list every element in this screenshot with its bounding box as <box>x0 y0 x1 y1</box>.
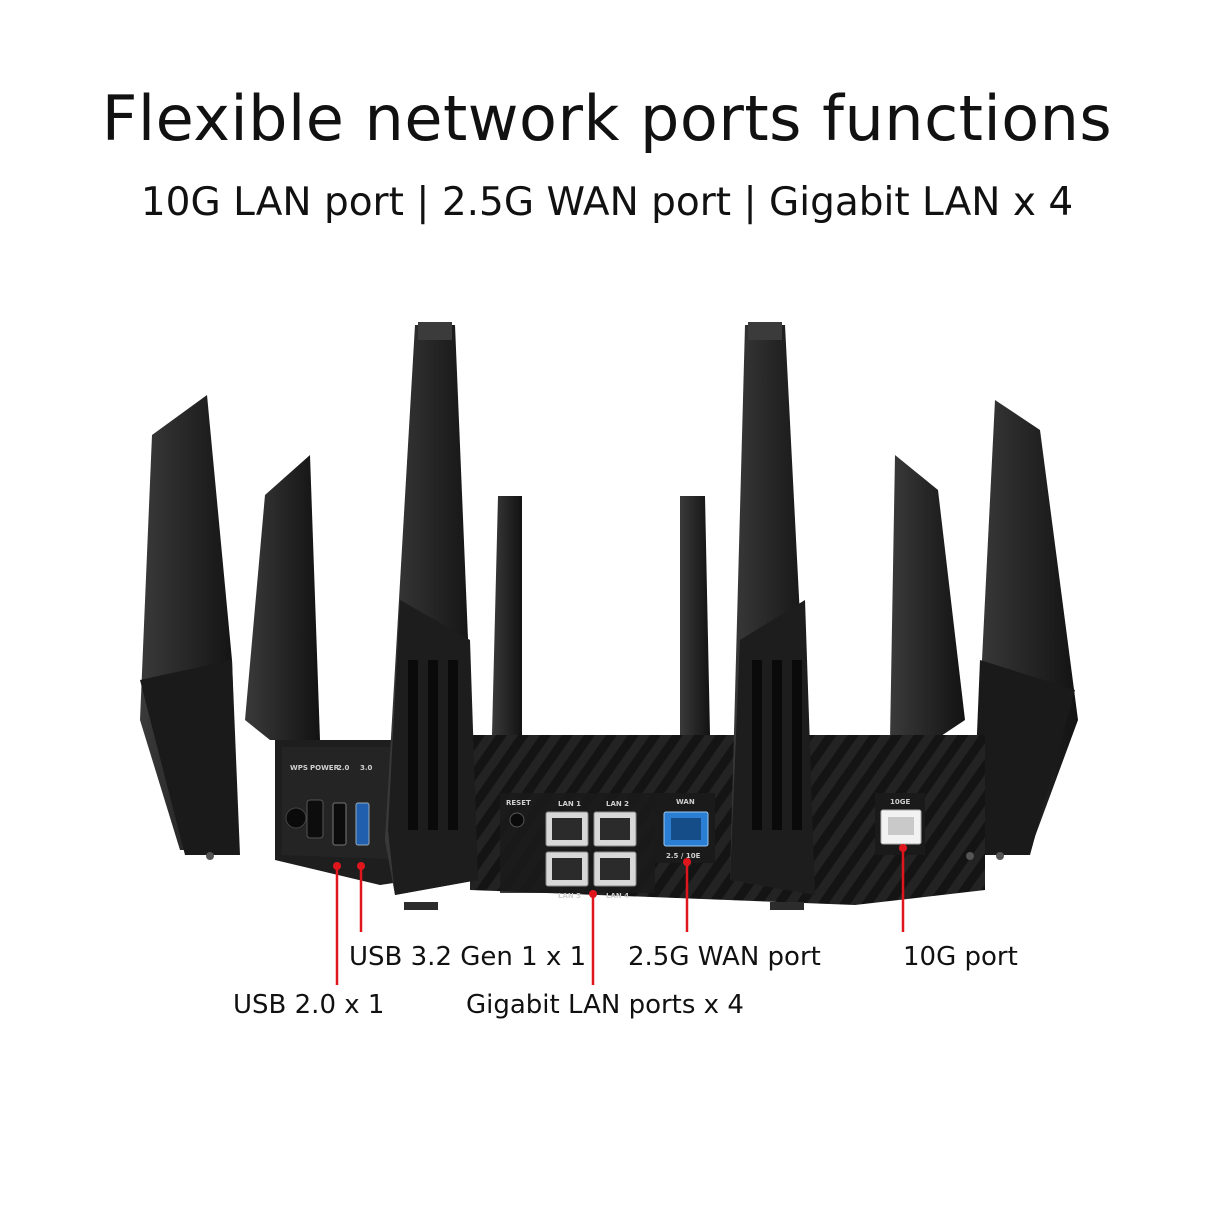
lan4-label: LAN 4 <box>606 892 629 900</box>
usb3-label: 3.0 <box>360 764 373 772</box>
ten-g-callout-label: 10G port <box>903 942 1018 972</box>
reset-label: RESET <box>506 799 531 807</box>
page-subtitle: 10G LAN port | 2.5G WAN port | Gigabit L… <box>140 180 1074 225</box>
usb3-port <box>355 802 370 846</box>
usb2-label: 2.0 <box>337 764 350 772</box>
antenna-mid-left <box>245 455 320 740</box>
usb32-callout-label: USB 3.2 Gen 1 x 1 <box>349 942 587 972</box>
power-switch <box>306 799 324 839</box>
antenna-inner-left <box>492 496 522 735</box>
lan1-label: LAN 1 <box>558 800 581 808</box>
wan-label: WAN <box>676 798 695 806</box>
wps-button <box>285 807 307 829</box>
page-title: Flexible network ports functions <box>101 82 1113 155</box>
antenna-inner-right <box>680 496 710 735</box>
wan-callout-label: 2.5G WAN port <box>628 942 821 972</box>
antenna-center-left <box>385 322 478 910</box>
antenna-center-right <box>730 322 815 910</box>
router-body: RESET LAN 1 LAN 2 LAN 3 LAN 4 WAN 2.5 / … <box>470 735 985 905</box>
power-label: POWER <box>310 764 340 772</box>
lan-callout-label: Gigabit LAN ports x 4 <box>466 990 744 1020</box>
antenna-outer-right <box>972 400 1078 860</box>
wan-speed-label: 2.5 / 10E <box>666 852 701 860</box>
ten-ge-label: 10GE <box>890 798 910 806</box>
usb20-callout-label: USB 2.0 x 1 <box>233 990 385 1020</box>
lan2-label: LAN 2 <box>606 800 629 808</box>
callout-lines <box>333 844 907 985</box>
reset-button <box>509 812 525 828</box>
usb2-port <box>332 802 347 846</box>
wps-label: WPS <box>290 764 308 772</box>
lan3-label: LAN 3 <box>558 892 581 900</box>
antenna-mid-right <box>890 455 965 740</box>
antenna-outer-left <box>140 395 240 860</box>
